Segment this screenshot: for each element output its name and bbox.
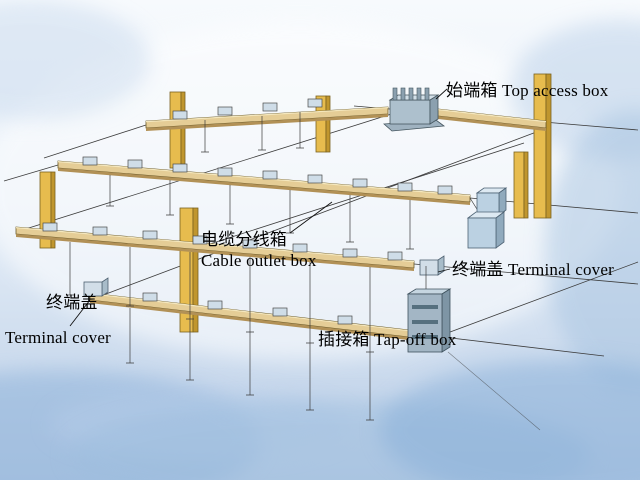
busway-rail-1b xyxy=(437,108,547,131)
tap-off-slots xyxy=(412,305,438,339)
support-columns xyxy=(39,73,552,333)
label-terminal-cover-left-en: Terminal cover xyxy=(5,328,111,347)
support-column-1 xyxy=(169,91,186,169)
label-cable-outlet-box-en: Cable outlet box xyxy=(201,251,317,270)
label-cable-outlet-box: 电缆分线箱 Cable outlet box xyxy=(201,229,317,271)
support-column-4 xyxy=(39,171,56,249)
label-terminal-cover-right: 终端盖 Terminal cover xyxy=(452,260,614,279)
terminal-cover-right-graphic xyxy=(419,255,445,276)
busway-rail-1 xyxy=(145,106,389,131)
label-terminal-cover-left-zh: 终端盖 xyxy=(46,293,98,312)
support-column-2 xyxy=(315,95,331,153)
label-tap-off-box: 插接箱 Tap-off box xyxy=(318,330,457,349)
busway-rails xyxy=(15,106,547,343)
label-top-access-box: 始端箱 Top access box xyxy=(446,81,609,100)
support-column-6 xyxy=(513,151,529,219)
busway-rail-3 xyxy=(15,226,415,271)
cable-outlet-boxes-graphic xyxy=(466,187,508,249)
terminal-cover-left-graphic xyxy=(83,277,109,297)
busway-rail-2 xyxy=(57,160,471,205)
tap-off-box-graphic xyxy=(406,266,452,353)
label-cable-outlet-box-zh: 电缆分线箱 xyxy=(201,230,287,249)
support-column-3 xyxy=(533,73,552,219)
rail-tap-units xyxy=(42,98,453,325)
label-leader-lines xyxy=(69,88,451,327)
cooling-fins xyxy=(392,87,430,101)
top-access-box-graphic xyxy=(383,87,446,132)
